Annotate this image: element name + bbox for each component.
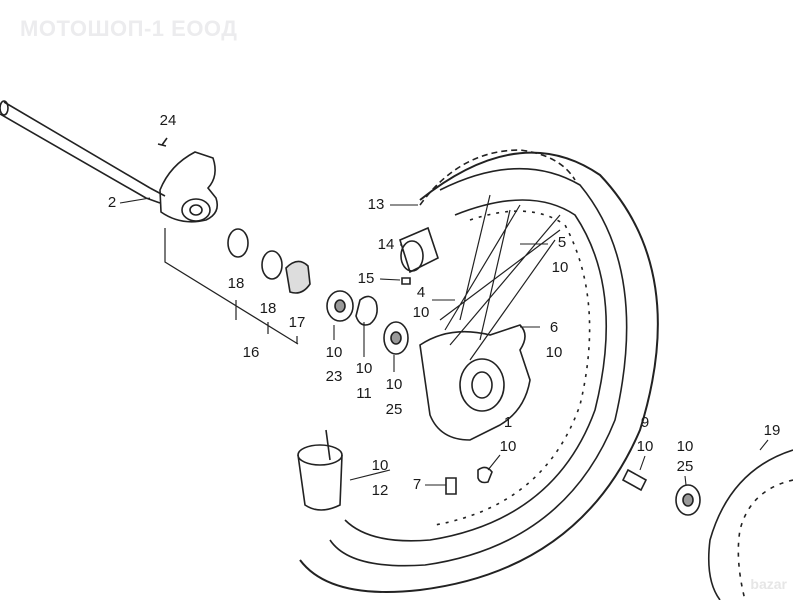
callout-18a: 18 bbox=[227, 275, 245, 292]
callout-15: 15 bbox=[357, 270, 375, 287]
callout-4: 4 bbox=[416, 284, 426, 301]
callout-17: 17 bbox=[288, 314, 306, 331]
callout-23: 23 bbox=[325, 368, 343, 385]
callout-5-qty: 10 bbox=[551, 259, 569, 276]
watermark: МОТОШОП-1 ЕООД bbox=[20, 16, 238, 41]
group-bracket-16 bbox=[164, 228, 299, 345]
callout-25r: 25 bbox=[676, 458, 694, 475]
valve-cap-7 bbox=[445, 477, 457, 495]
nipple bbox=[477, 466, 493, 484]
callout-5: 5 bbox=[557, 234, 567, 251]
callout-16: 16 bbox=[242, 344, 260, 361]
fork-tube bbox=[297, 429, 343, 511]
collar-9 bbox=[621, 468, 648, 492]
corner-watermark: bazar bbox=[750, 576, 787, 592]
callout-23-qty: 10 bbox=[325, 344, 343, 361]
speedometer-gearbox bbox=[159, 151, 219, 223]
callout-25-qty: 10 bbox=[385, 376, 403, 393]
callout-9: 9 bbox=[640, 414, 650, 431]
rim bbox=[344, 199, 607, 542]
leader-lines bbox=[119, 197, 769, 486]
bolt-15 bbox=[401, 277, 411, 285]
seal-18a bbox=[227, 228, 249, 258]
tire bbox=[299, 149, 659, 593]
retainer-11 bbox=[355, 295, 378, 326]
callout-6-qty: 10 bbox=[545, 344, 563, 361]
gear-17 bbox=[285, 260, 311, 294]
bearing-25 bbox=[383, 321, 409, 355]
callout-14: 14 bbox=[377, 236, 395, 253]
seal-18b bbox=[261, 250, 283, 280]
callout-12: 12 bbox=[371, 482, 389, 499]
bearing-25-right bbox=[675, 484, 701, 516]
callout-25: 25 bbox=[385, 401, 403, 418]
callout-9-qty: 10 bbox=[636, 438, 654, 455]
callout-1-qty: 10 bbox=[499, 438, 517, 455]
callout-7: 7 bbox=[412, 476, 422, 493]
callout-4-qty: 10 bbox=[412, 304, 430, 321]
callout-12-qty: 10 bbox=[371, 457, 389, 474]
spokes bbox=[439, 194, 561, 361]
callout-2: 2 bbox=[107, 194, 117, 211]
callout-24: 24 bbox=[159, 112, 177, 129]
hub bbox=[419, 324, 531, 441]
callout-6: 6 bbox=[549, 319, 559, 336]
callout-13: 13 bbox=[367, 196, 385, 213]
callout-1: 1 bbox=[503, 414, 513, 431]
callout-19: 19 bbox=[763, 422, 781, 439]
collar-14 bbox=[399, 226, 439, 274]
callout-11-qty: 10 bbox=[355, 360, 373, 377]
callout-18b: 18 bbox=[259, 300, 277, 317]
brake-disc bbox=[707, 449, 793, 600]
callout-11: 11 bbox=[356, 385, 372, 402]
screw-24 bbox=[157, 137, 168, 147]
callout-25r-qty: 10 bbox=[676, 438, 694, 455]
speedometer-cable bbox=[0, 100, 166, 204]
bearing-23 bbox=[326, 290, 354, 322]
